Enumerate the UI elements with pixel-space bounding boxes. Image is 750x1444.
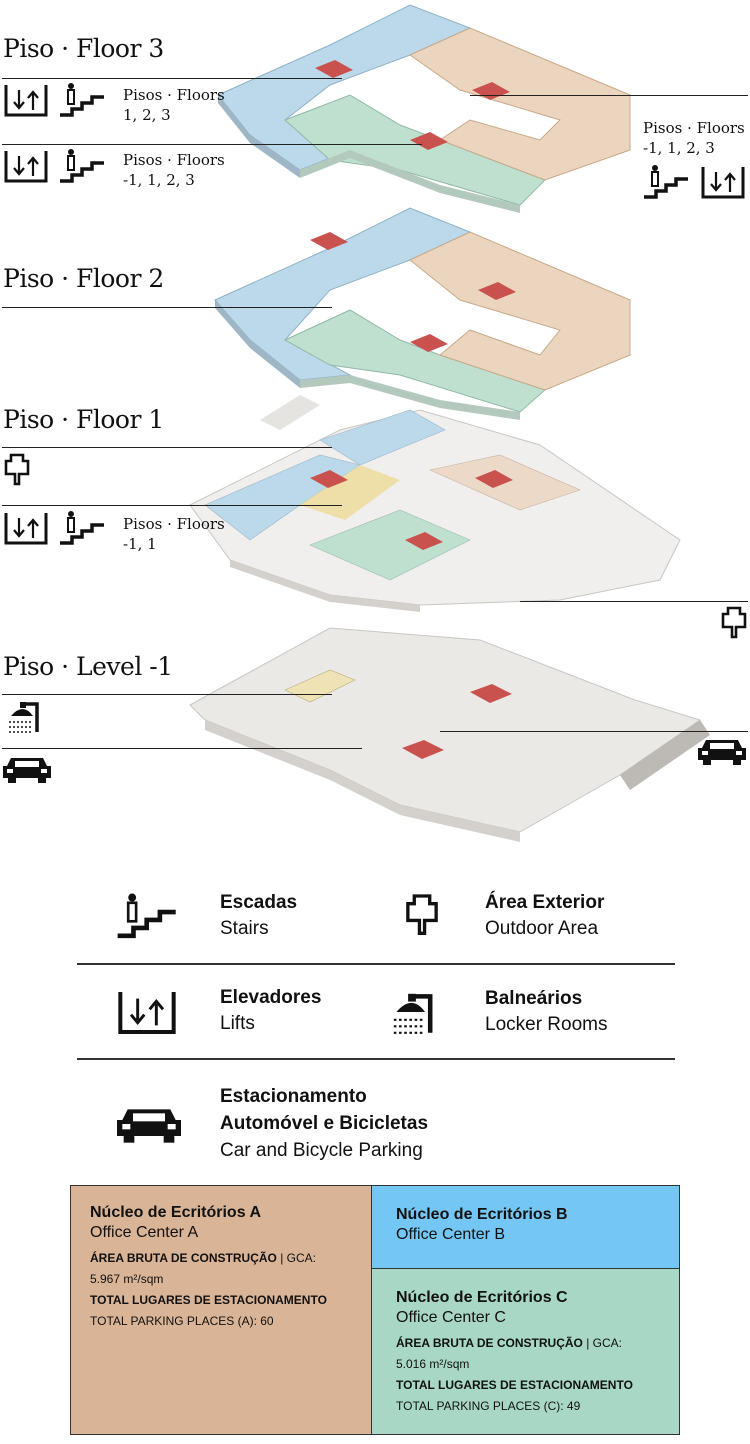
office-center-c-box: Núcleo de Ecritórios C Office Center C Á…: [371, 1268, 680, 1435]
lift-icon: [701, 167, 745, 199]
callout-levels: -1, 1, 2, 3: [643, 139, 715, 157]
legend-stairs-pt: Escadas: [220, 892, 298, 913]
stairs-icon: [60, 83, 104, 117]
level-minus1-leader-right: [440, 731, 748, 732]
callout-label: Pisos · Floors: [123, 151, 225, 169]
level-minus1-plan: [189, 627, 710, 842]
level-minus1-title: Piso · Level -1: [3, 652, 173, 681]
floor1-leader-top: [2, 447, 332, 448]
legend-lifts-pt: Elevadores: [220, 987, 322, 1008]
callout-levels: -1, 1, 2, 3: [123, 171, 195, 189]
legend-locker: Balneários Locker Rooms: [485, 988, 608, 1036]
stairs-icon: [644, 165, 688, 199]
floor3-leader-mid: [2, 144, 422, 145]
shower-icon: [393, 993, 433, 1034]
floor3-title: Piso · Floor 3: [3, 34, 164, 63]
floor3-callout-b: Pisos · Floors -1, 1, 2, 3: [123, 150, 225, 190]
floor1-callout-a: Pisos · Floors -1, 1: [123, 514, 225, 554]
callout-label: Pisos · Floors: [123, 86, 225, 104]
stairs-icon: [60, 511, 104, 545]
lift-icon: [4, 85, 48, 117]
parking-value: TOTAL PARKING PLACES (C): 49: [396, 1399, 581, 1413]
floor1-title: Piso · Floor 1: [3, 405, 164, 434]
legend-parking-pt-1: Estacionamento: [220, 1086, 367, 1107]
office-center-b-title: Núcleo de Ecritórios B: [396, 1206, 568, 1223]
office-center-a-box: Núcleo de Ecritórios A Office Center A Á…: [70, 1185, 373, 1435]
callout-levels: -1, 1: [123, 535, 157, 553]
gca-suffix: | GCA:: [276, 1251, 317, 1265]
floor2-plan: [214, 207, 631, 420]
legend-outdoor-pt: Área Exterior: [485, 892, 605, 913]
office-center-a-title: Núcleo de Ecritórios A: [90, 1204, 261, 1221]
floor2-leader: [2, 307, 332, 308]
level-minus1-leader-mid: [2, 748, 362, 749]
floor2-title: Piso · Floor 2: [3, 264, 164, 293]
office-center-b-box: Núcleo de Ecritórios B Office Center B: [371, 1185, 680, 1270]
tree-icon: [406, 894, 438, 935]
floor3-plan: [217, 4, 631, 213]
floor3-callout-a: Pisos · Floors 1, 2, 3: [123, 85, 225, 125]
floor1-leader-mid: [2, 505, 342, 506]
lift-icon: [4, 513, 48, 545]
gca-suffix: | GCA:: [582, 1336, 623, 1350]
legend-divider-1: [77, 963, 675, 965]
callout-label: Pisos · Floors: [643, 119, 745, 137]
parking-label: TOTAL LUGARES DE ESTACIONAMENTO: [396, 1378, 633, 1392]
floor3-leader-right: [470, 95, 748, 96]
legend-parking: Estacionamento Automóvel e Bicicletas Ca…: [220, 1083, 428, 1164]
legend-outdoor-en: Outdoor Area: [485, 918, 599, 939]
callout-label: Pisos · Floors: [123, 515, 225, 533]
legend-stairs: Escadas Stairs: [220, 892, 297, 940]
office-center-b-subtitle: Office Center B: [396, 1226, 506, 1243]
car-icon: [3, 758, 51, 783]
gca-label: ÁREA BRUTA DE CONSTRUÇÃO: [396, 1336, 583, 1350]
stairs-icon: [117, 893, 176, 939]
legend-locker-en: Locker Rooms: [485, 1014, 608, 1035]
car-icon: [698, 740, 746, 765]
callout-levels: 1, 2, 3: [123, 106, 171, 124]
parking-value: TOTAL PARKING PLACES (A): 60: [90, 1314, 274, 1328]
parking-label: TOTAL LUGARES DE ESTACIONAMENTO: [90, 1293, 327, 1307]
legend-parking-en: Car and Bicycle Parking: [220, 1140, 423, 1161]
legend-locker-pt: Balneários: [485, 988, 583, 1009]
car-icon: [117, 1109, 181, 1143]
office-center-c-title: Núcleo de Ecritórios C: [396, 1289, 568, 1306]
stairs-icon: [60, 149, 104, 183]
legend-parking-pt-2: Automóvel e Bicicletas: [220, 1113, 429, 1134]
legend-outdoor: Área Exterior Outdoor Area: [485, 892, 604, 940]
gca-label: ÁREA BRUTA DE CONSTRUÇÃO: [90, 1251, 277, 1265]
office-center-a-subtitle: Office Center A: [90, 1224, 199, 1241]
tree-icon: [4, 453, 30, 486]
shower-icon: [9, 702, 39, 733]
level-minus1-leader-top: [2, 694, 332, 695]
floor3-leader-top: [2, 78, 342, 79]
office-center-c-subtitle: Office Center C: [396, 1309, 506, 1326]
legend-divider-2: [77, 1058, 675, 1060]
floor1-leader-right: [520, 601, 748, 602]
floor3-callout-c: Pisos · Floors -1, 1, 2, 3: [643, 118, 745, 158]
lift-icon: [118, 992, 176, 1034]
legend-lifts: Elevadores Lifts: [220, 987, 321, 1035]
lift-icon: [4, 151, 48, 183]
legend-lifts-en: Lifts: [220, 1013, 255, 1034]
gca-value: 5.967 m²/sqm: [90, 1272, 164, 1286]
floor1-plan: [189, 395, 681, 612]
gca-value: 5.016 m²/sqm: [396, 1357, 470, 1371]
floor-plans-illustration: [189, 4, 710, 842]
legend-stairs-en: Stairs: [220, 918, 269, 939]
tree-icon: [721, 606, 747, 639]
